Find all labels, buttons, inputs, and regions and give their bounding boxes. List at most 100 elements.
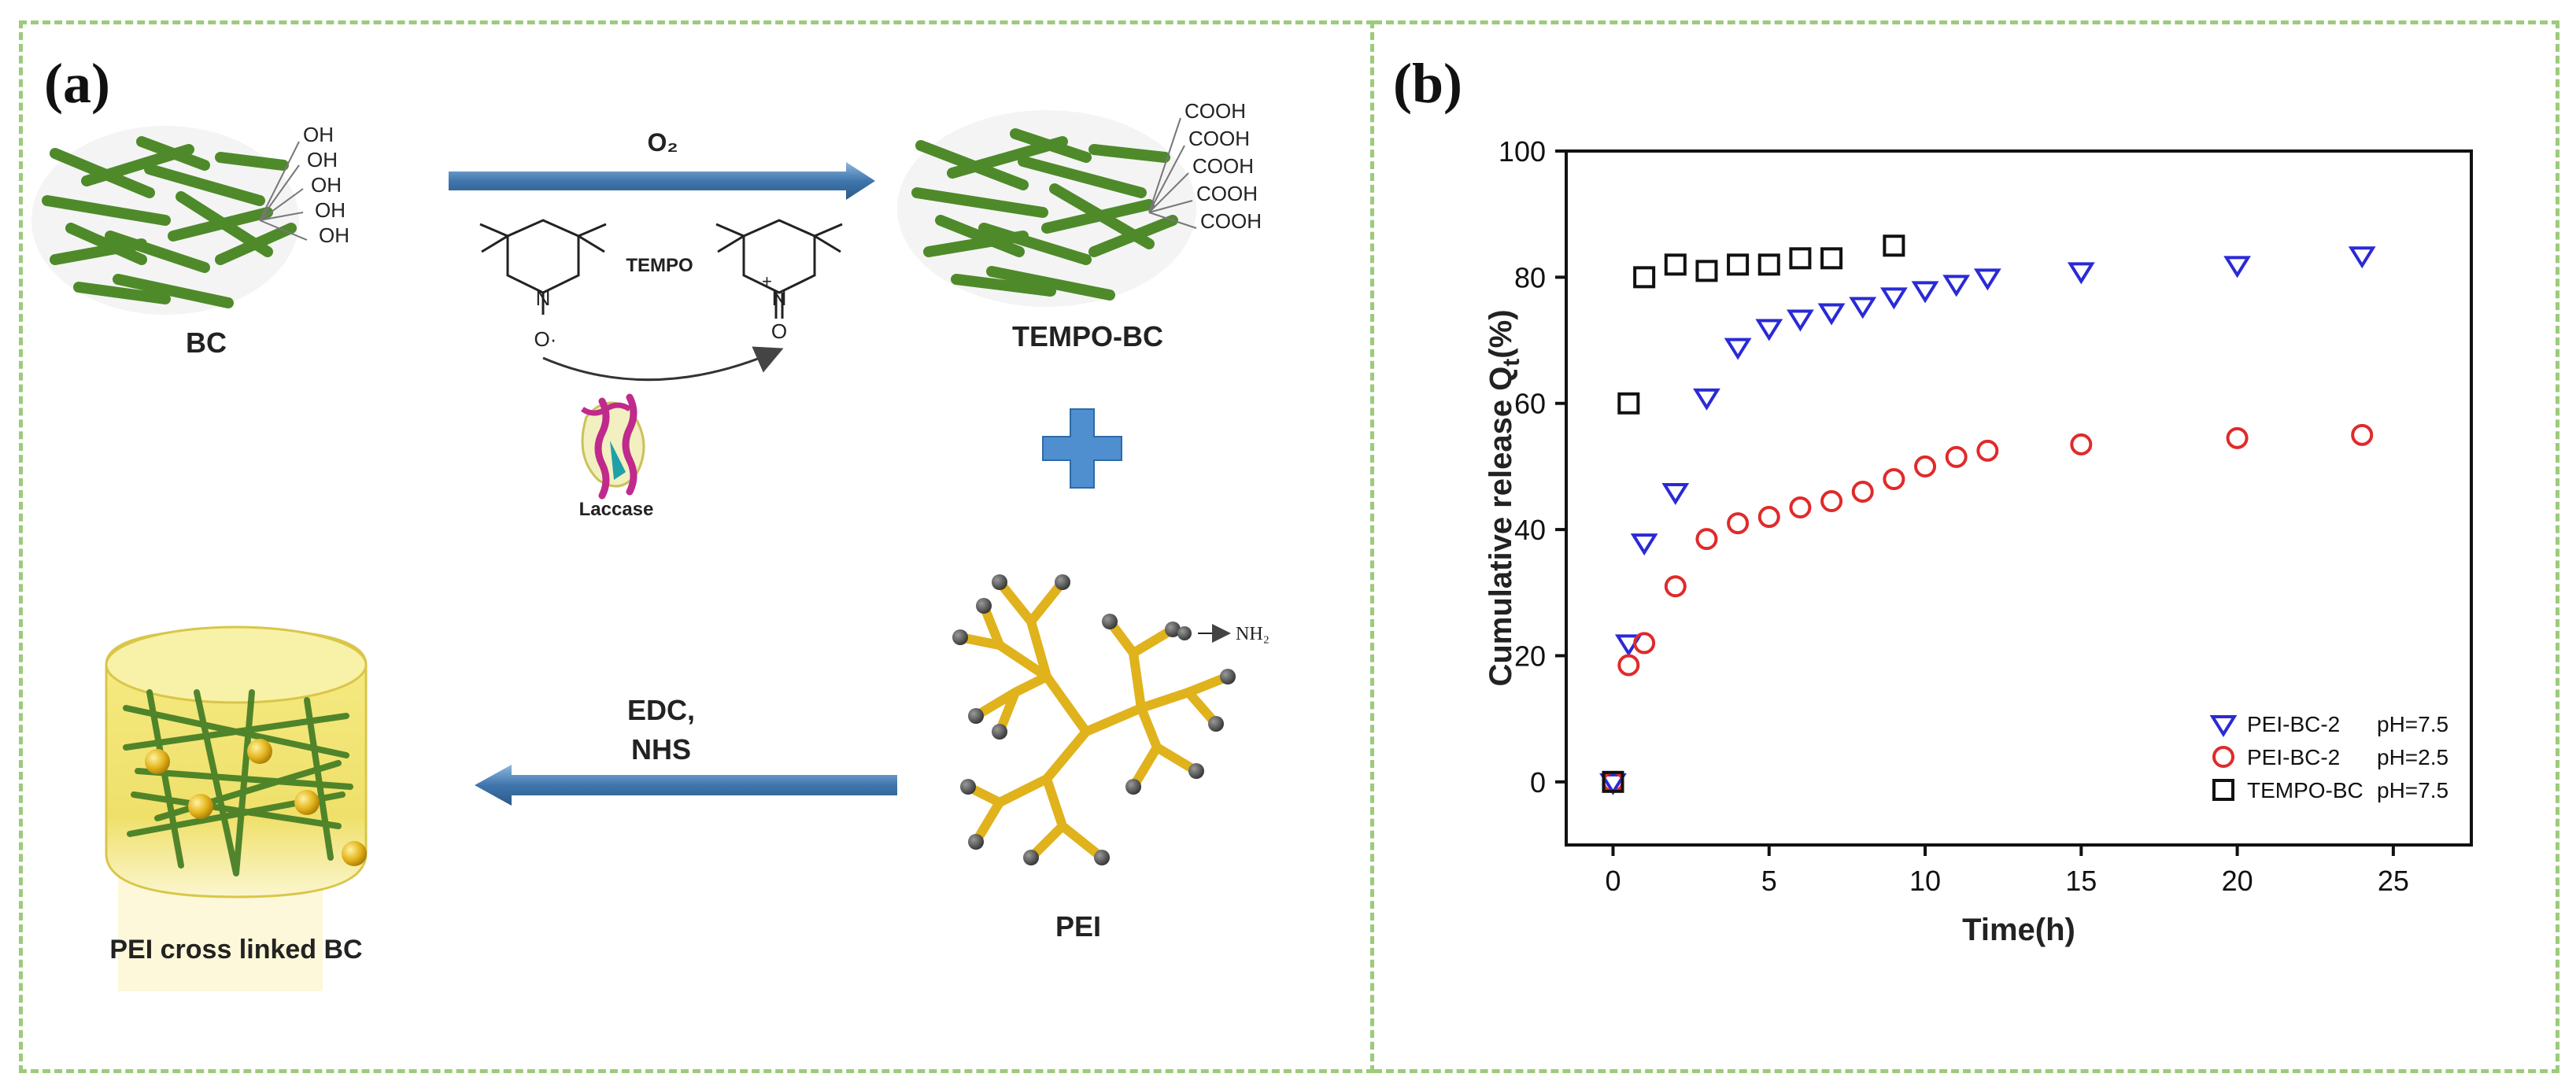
pei-amine-endgroups <box>952 574 1236 865</box>
y-axis-label-subscript: t <box>1499 359 1525 367</box>
data-point <box>1661 482 1690 505</box>
data-point <box>1602 770 1624 793</box>
data-point <box>1633 266 1656 289</box>
x-tick-label: 25 <box>2378 865 2409 897</box>
oxoammonium-structure <box>715 219 843 319</box>
data-point <box>1757 253 1780 276</box>
tempo-bc-label: TEMPO-BC <box>1012 320 1163 352</box>
panel-b-letter: (b) <box>1393 52 1462 115</box>
data-point <box>2226 426 2249 449</box>
oxidant-label: O₂ <box>647 128 678 157</box>
data-point <box>1755 319 1783 341</box>
legend-marker <box>2209 715 2238 737</box>
laccase-label: Laccase <box>579 499 654 520</box>
data-point <box>1883 467 1905 490</box>
data-point <box>1851 480 1874 503</box>
panel-b <box>1374 20 2559 1073</box>
legend-marker <box>2212 779 2234 801</box>
data-point <box>1617 392 1640 415</box>
bc-fiber-cluster <box>31 126 308 315</box>
data-point <box>1879 287 1908 310</box>
regeneration-arrow <box>542 346 784 382</box>
pei-crosslinked-bc-gel <box>105 625 368 991</box>
data-point <box>1727 253 1750 276</box>
tempo-bc-cooh-label: COOH <box>1192 154 1254 178</box>
data-point <box>1787 309 1814 332</box>
legend-condition: pH=2.5 <box>2377 745 2448 769</box>
tempo-radical-structure <box>479 219 607 315</box>
legend-condition: pH=7.5 <box>2377 712 2448 736</box>
tempo-bc-cooh-label: COOH <box>1200 209 1262 233</box>
oxoammonium-oxygen: O <box>771 319 787 343</box>
panel-a <box>19 20 1374 1073</box>
data-point <box>1693 388 1720 411</box>
bc-oh-label: OH <box>315 198 346 222</box>
y-axis-label-main: Cumulative release Q <box>1484 367 1518 687</box>
data-point <box>1599 773 1627 795</box>
data-point <box>1664 253 1687 276</box>
oxidation-arrow <box>449 162 875 200</box>
crosslinking-arrow <box>475 765 897 806</box>
series-1 <box>1602 423 2374 793</box>
x-tick-label: 5 <box>1761 865 1777 897</box>
plot-area-frame <box>1565 149 2473 847</box>
coupling-reagent-label-2: NHS <box>631 733 691 766</box>
y-axis-label: Cumulative release Qt(%) <box>1484 309 1525 686</box>
y-tick-label: 0 <box>1530 766 1546 799</box>
pei-label: PEI <box>1055 910 1101 943</box>
amine-legend-label: NH₂ <box>1236 624 1270 644</box>
bc-oh-label: OH <box>319 223 349 247</box>
legend-marker <box>2212 746 2234 768</box>
x-tick-label: 15 <box>2065 865 2097 897</box>
data-point <box>1914 455 1937 478</box>
data-point <box>1630 533 1658 556</box>
y-axis-label-unit: (%) <box>1484 309 1518 358</box>
y-tick-label: 80 <box>1514 261 1546 293</box>
tempo-label: TEMPO <box>626 255 693 276</box>
data-point <box>2067 262 2095 285</box>
data-point <box>1820 247 1843 270</box>
data-point <box>1883 234 1905 257</box>
x-axis-label: Time(h) <box>1962 913 2075 947</box>
chart-series <box>1599 234 2376 795</box>
data-point <box>2223 256 2251 279</box>
series-2 <box>1602 234 1905 793</box>
coupling-reagent-label-1: EDC, <box>627 694 695 726</box>
oxoammonium-charge: + <box>762 271 772 291</box>
x-tick-label: 20 <box>2222 865 2253 897</box>
data-point <box>1633 632 1656 655</box>
legend-series-name: PEI-BC-2 <box>2247 745 2340 769</box>
data-point <box>1973 268 2001 291</box>
data-point <box>2070 433 2093 456</box>
data-point <box>2351 423 2374 446</box>
tempo-bc-cooh-label: COOH <box>1188 127 1250 150</box>
data-point <box>1849 297 1877 319</box>
data-point <box>1757 506 1780 529</box>
series-0 <box>1599 246 2376 795</box>
bc-oh-label: OH <box>311 173 342 197</box>
legend-condition: pH=7.5 <box>2377 778 2448 802</box>
tempo-bc-fiber-cluster <box>897 110 1197 307</box>
bc-label: BC <box>186 326 227 359</box>
legend-series-name: TEMPO-BC <box>2247 778 2363 802</box>
data-point <box>1942 275 1971 297</box>
data-point <box>1789 496 1812 519</box>
product-label: PEI cross linked BC <box>109 935 362 965</box>
panel-a-letter: (a) <box>44 52 110 115</box>
legend-series-name: PEI-BC-2 <box>2247 712 2340 736</box>
data-point <box>1724 338 1752 360</box>
data-point <box>1945 445 1968 468</box>
laccase-protein-image <box>581 393 645 500</box>
data-point <box>1817 303 1846 326</box>
tempo-bc-cooh-label: COOH <box>1196 182 1258 205</box>
data-point <box>2348 246 2376 269</box>
data-point <box>1976 439 1999 462</box>
x-tick-label: 0 <box>1605 865 1621 897</box>
y-tick-label: 20 <box>1514 640 1546 672</box>
data-point <box>1695 260 1718 282</box>
